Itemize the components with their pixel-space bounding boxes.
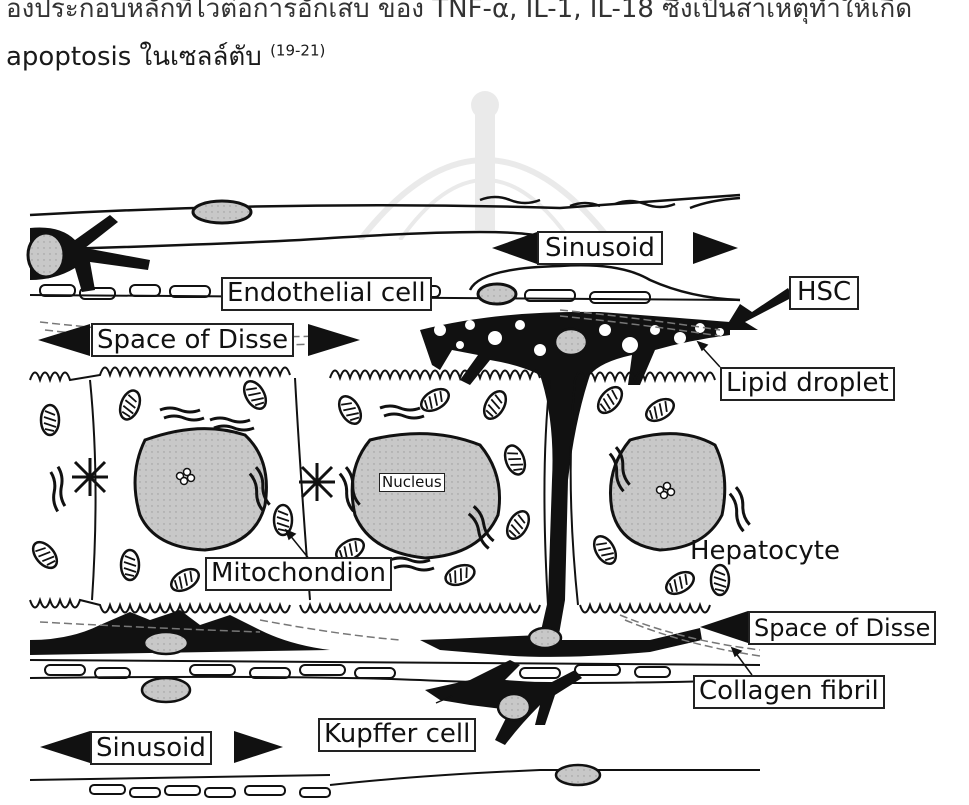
label-kupffer-cell: Kupffer cell	[318, 718, 476, 752]
label-lipid-droplet: Lipid droplet	[720, 367, 895, 401]
label-collagen-fibril: Collagen fibril	[693, 675, 885, 709]
label-hsc: HSC	[789, 276, 859, 310]
label-hepatocyte: Hepatocyte	[686, 537, 844, 567]
hsc-pointer-arrow	[724, 288, 793, 330]
label-mitochondion: Mitochondion	[205, 557, 392, 591]
label-sinusoid-bottom: Sinusoid	[90, 731, 212, 765]
label-endothelial-cell: Endothelial cell	[221, 277, 432, 311]
label-sinusoid-top: Sinusoid	[537, 231, 663, 265]
endothelial-nucleus-top-left	[193, 201, 251, 223]
label-nucleus: Nucleus	[379, 473, 445, 492]
space-of-disse-bottom-arrow	[700, 611, 748, 643]
label-space-of-disse-bottom: Space of Disse	[748, 611, 936, 645]
kupffer-cell-top-left	[28, 215, 150, 292]
endothelial-nucleus-top	[478, 284, 516, 304]
bottom-lining-and-cells	[30, 610, 760, 797]
hepatocyte-nuclei	[135, 429, 725, 558]
label-space-of-disse-top: Space of Disse	[91, 323, 294, 357]
